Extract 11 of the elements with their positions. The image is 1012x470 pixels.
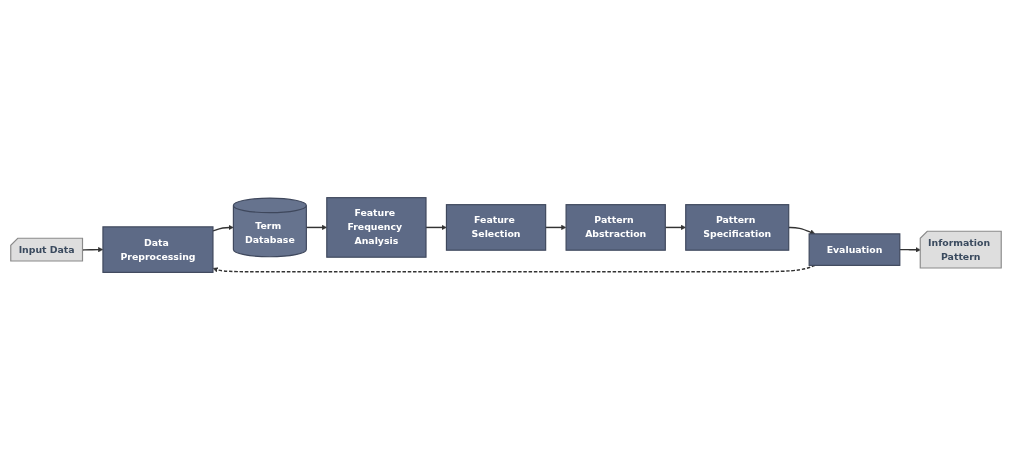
node-box: Feature Selection — [445, 204, 547, 251]
node-box: Pattern Specification — [685, 204, 790, 251]
arrow — [899, 247, 921, 253]
arrow — [212, 224, 234, 232]
node-box: Feature Frequency Analysis — [326, 197, 427, 258]
arrow — [305, 224, 327, 230]
arrow — [212, 264, 816, 273]
node-box: Data Preprocessing — [102, 226, 214, 273]
node-box: Pattern Abstraction — [565, 204, 666, 251]
node-box: Evaluation — [808, 233, 901, 266]
arrow — [788, 226, 816, 235]
